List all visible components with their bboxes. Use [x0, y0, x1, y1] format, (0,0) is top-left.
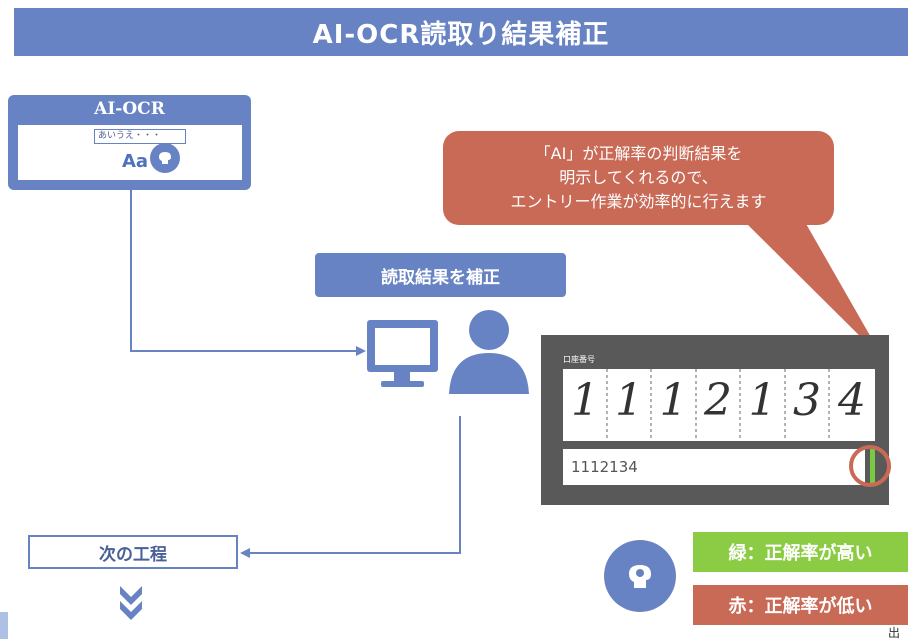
legend-red-low-accuracy: 赤：正解率が低い — [693, 585, 908, 625]
user-icon — [449, 310, 529, 394]
ocr-to-workstation-connector — [130, 190, 357, 352]
handwritten-digit: 1 — [748, 375, 777, 426]
ai-callout: 「AI」が正解率の判断結果を 明示してくれるので、 エントリー作業が効率的に行え… — [443, 131, 834, 225]
chevron-down-icon — [120, 586, 142, 620]
confidence-indicator — [870, 449, 875, 485]
workstation-arrowhead — [356, 346, 366, 356]
ai-ocr-title: AI-OCR — [94, 99, 165, 119]
callout-line: 「AI」が正解率の判断結果を — [534, 144, 743, 163]
ocr-sample-text: あいうえ・・・ — [94, 129, 186, 144]
confidence-highlight-ring — [849, 445, 891, 487]
monitor-icon — [367, 320, 438, 387]
brain-icon — [150, 143, 180, 173]
next-step-arrowhead — [240, 548, 250, 558]
handwritten-digits-box: 1 1 1 2 1 3 4 — [563, 369, 875, 441]
handwritten-digit: 4 — [838, 375, 866, 426]
ai-ocr-card: AI-OCR あいうえ・・・ Aa — [8, 95, 251, 190]
callout-line: 明示してくれるので、 — [559, 168, 718, 187]
correct-results-step: 読取結果を補正 — [315, 253, 566, 297]
callout-tail — [745, 222, 884, 360]
handwritten-digit: 3 — [793, 375, 821, 426]
handwritten-digit: 1 — [615, 375, 643, 426]
next-process-step: 次の工程 — [28, 535, 238, 569]
handwritten-digit: 1 — [571, 375, 599, 426]
workstation-to-next-connector — [248, 416, 461, 554]
edge-marker — [0, 612, 8, 639]
recognized-value-field[interactable]: 1112134 — [563, 449, 865, 485]
legend-green-high-accuracy: 緑：正解率が高い — [693, 532, 908, 572]
callout-line: エントリー作業が効率的に行えます — [510, 192, 767, 211]
header-title: AI-OCR読取り結果補正 — [14, 8, 908, 56]
corner-note: 出 — [888, 626, 901, 640]
ocr-glyph-label: Aa — [122, 151, 149, 172]
ai-brain-icon — [604, 540, 676, 612]
digit-dividers — [606, 369, 830, 441]
account-number-panel: 口座番号 1 1 1 2 1 3 4 1112134 — [541, 335, 891, 505]
handwritten-digit: 1 — [659, 375, 688, 426]
handwritten-digit: 2 — [704, 375, 732, 426]
account-number-label: 口座番号 — [563, 355, 595, 364]
ai-ocr-preview: あいうえ・・・ Aa — [18, 125, 242, 180]
